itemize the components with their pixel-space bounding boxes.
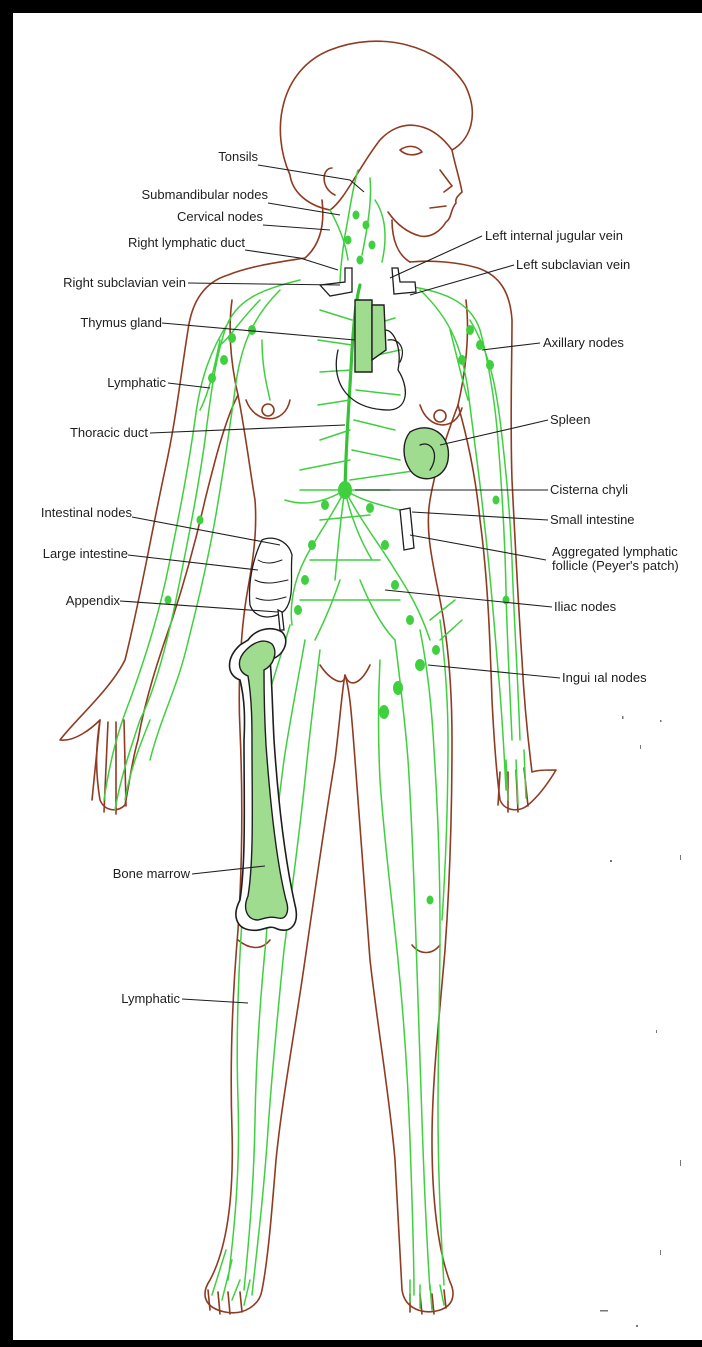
label-intestinal-nodes: Intestinal nodes (41, 505, 133, 520)
torso-arms (60, 258, 556, 1313)
scan-specks (600, 716, 681, 1327)
appendix-shape (278, 610, 284, 630)
label-appendix: Appendix (66, 593, 121, 608)
labels: Tonsils Submandibular nodes Cervical nod… (41, 149, 679, 1006)
right-subclavian-vein-shape (320, 268, 352, 296)
label-left-internal-jugular-vein: Left internal jugular vein (485, 228, 623, 243)
small-intestine-shape (400, 508, 414, 550)
neck (305, 200, 410, 262)
body-outline (60, 41, 556, 1314)
label-iliac-nodes: Iliac nodes (554, 599, 617, 614)
label-aggregated-lymphatic-line1: Aggregated lymphatic (552, 544, 678, 559)
label-cervical-nodes: Cervical nodes (177, 209, 263, 224)
label-axillary-nodes: Axillary nodes (543, 335, 624, 350)
label-right-lymphatic-duct: Right lymphatic duct (128, 235, 245, 250)
label-large-intestine: Large intestine (43, 546, 128, 561)
face (388, 150, 462, 236)
large-intestine-shape (250, 538, 293, 617)
pelvis-line (320, 665, 370, 683)
thymus (355, 300, 372, 372)
label-thoracic-duct: Thoracic duct (70, 425, 148, 440)
diagram-paper: Tonsils Submandibular nodes Cervical nod… (13, 13, 702, 1340)
label-spleen: Spleen (550, 412, 590, 427)
label-lymphatic-arm: Lymphatic (107, 375, 166, 390)
label-thymus-gland: Thymus gland (80, 315, 162, 330)
label-lymphatic-leg: Lymphatic (121, 991, 180, 1006)
label-inguinal-nodes: Ingui ıal nodes (562, 670, 647, 685)
nose-mouth (430, 170, 452, 208)
organs (230, 268, 449, 930)
hair (280, 41, 472, 210)
label-small-intestine: Small intestine (550, 512, 635, 527)
label-tonsils: Tonsils (218, 149, 258, 164)
label-bone-marrow: Bone marrow (113, 866, 191, 881)
label-aggregated-lymphatic-line2: follicle (Peyer's patch) (552, 558, 679, 573)
thymus-right-lobe (372, 305, 386, 360)
nipple-left (434, 410, 446, 422)
label-left-subclavian-vein: Left subclavian vein (516, 257, 630, 272)
knees (238, 940, 440, 953)
nipple-right (262, 404, 274, 416)
label-cisterna-chyli: Cisterna chyli (550, 482, 628, 497)
lymphatic-system-diagram: Tonsils Submandibular nodes Cervical nod… (13, 13, 702, 1340)
spleen-shape (404, 428, 448, 479)
label-right-subclavian-vein: Right subclavian vein (63, 275, 186, 290)
lymphatic-vessels (104, 170, 526, 1310)
eye (400, 146, 422, 154)
label-submandibular-nodes: Submandibular nodes (142, 187, 269, 202)
